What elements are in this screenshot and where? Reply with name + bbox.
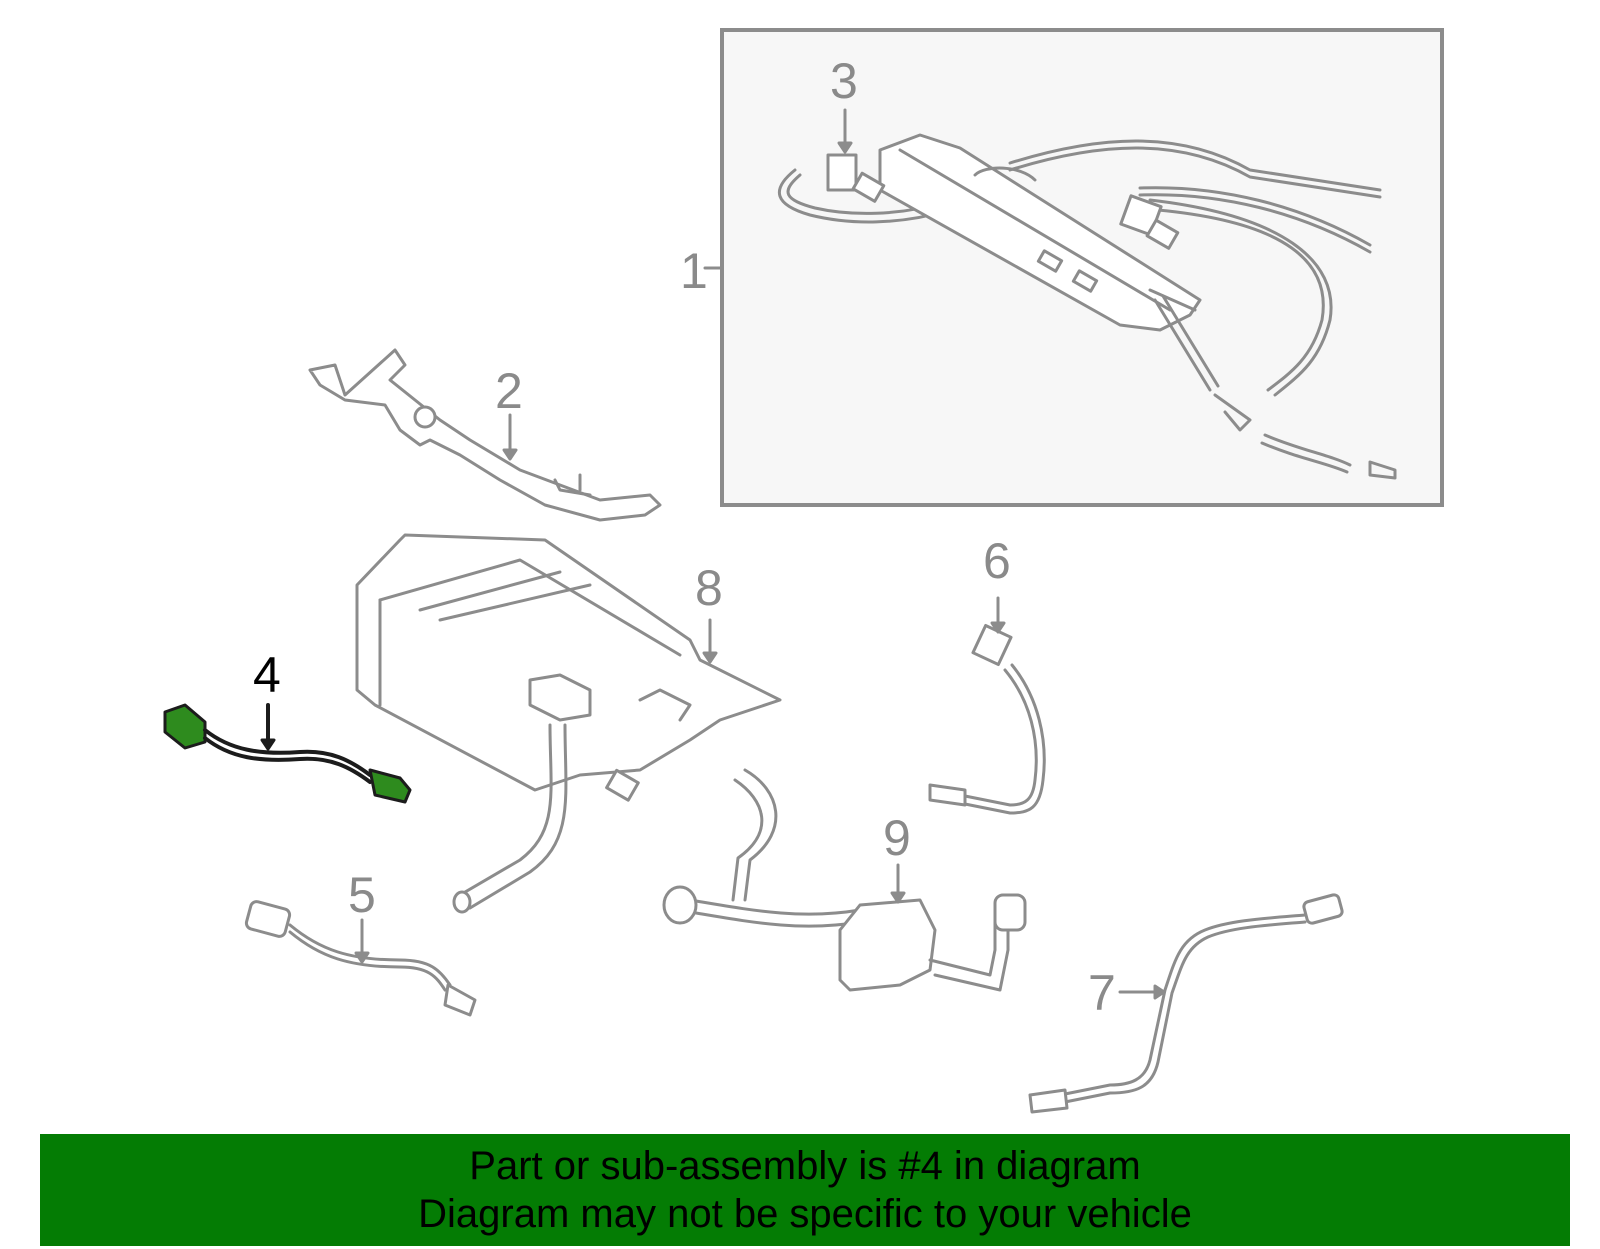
info-banner: Part or sub-assembly is #4 in diagram Di…: [40, 1134, 1570, 1246]
callout-3: 3: [830, 53, 858, 109]
banner-line-1: Part or sub-assembly is #4 in diagram: [469, 1144, 1141, 1188]
part-7-sensor[interactable]: [1028, 893, 1344, 1114]
part-5-sensor[interactable]: [244, 900, 477, 1017]
parts-diagram: 1 2 3 4 5 6 7 8 9: [163, 28, 1444, 1114]
callout-9: 9: [883, 810, 911, 866]
callout-4: 4: [253, 647, 281, 703]
part-8-canister[interactable]: [355, 533, 782, 914]
part-1-inset[interactable]: [703, 28, 1444, 507]
part-6-sensor[interactable]: [928, 623, 1046, 815]
part-9-assembly[interactable]: [662, 885, 1027, 992]
banner-line-2: Diagram may not be specific to your vehi…: [418, 1192, 1192, 1236]
part-2-bracket[interactable]: [308, 348, 662, 522]
callout-arrows: [260, 108, 1166, 1000]
callout-8: 8: [695, 560, 723, 616]
callout-2: 2: [495, 363, 523, 419]
part-4-sensor-highlighted[interactable]: [163, 703, 412, 804]
callout-6: 6: [983, 533, 1011, 589]
callout-1: 1: [680, 243, 708, 299]
callout-5: 5: [348, 867, 376, 923]
callout-7: 7: [1088, 965, 1116, 1021]
